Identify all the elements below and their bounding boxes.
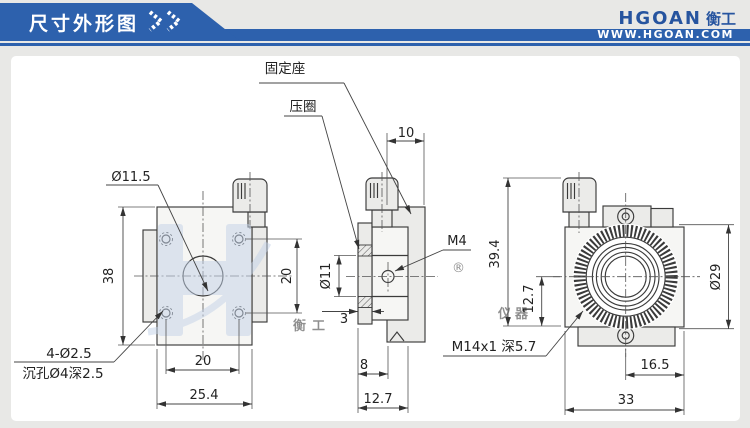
title-banner — [0, 3, 240, 41]
side-dim-depth1: 8 — [357, 328, 389, 413]
back-dim-height: 39.4 — [488, 177, 561, 327]
svg-text:沉孔Ø4深2.5: 沉孔Ø4深2.5 — [22, 366, 103, 382]
back-dim-width: 33 — [564, 331, 684, 415]
watermark-logo-mark — [147, 224, 272, 336]
svg-text:33: 33 — [618, 393, 635, 408]
svg-text:10: 10 — [398, 126, 415, 141]
svg-text:16.5: 16.5 — [641, 358, 670, 373]
watermark-text-1: 衡工 — [293, 318, 331, 334]
side-label-m4: M4 — [394, 234, 471, 272]
back-knob-knurl — [566, 183, 576, 199]
back-dim-center-to-bottom: 12.7 — [522, 276, 560, 326]
svg-text:12.7: 12.7 — [522, 285, 537, 314]
front-dim-width: 25.4 — [156, 349, 253, 409]
svg-text:压圈: 压圈 — [290, 99, 317, 115]
brand-logo-cn: 衡工 — [705, 10, 736, 28]
side-dim-base-depth: 10 — [386, 126, 425, 205]
brand-logo-en: HGOAN — [618, 8, 702, 29]
back-top-right-block — [650, 207, 674, 228]
svg-text:39.4: 39.4 — [488, 240, 503, 269]
side-groove-bottom — [389, 331, 405, 342]
side-dim-depth2: 12.7 — [358, 346, 409, 413]
back-view — [553, 172, 700, 357]
svg-text:25.4: 25.4 — [190, 388, 219, 403]
watermark-reg-icon: ® — [452, 261, 465, 276]
side-bore-lines — [372, 254, 408, 298]
side-knob-knurl — [369, 183, 379, 198]
svg-text:20: 20 — [195, 354, 212, 369]
page-title: 尺寸外形图 — [29, 13, 140, 35]
front-dim-hole-spacing-h: 20 — [165, 320, 240, 374]
side-press-ring-flange — [357, 222, 373, 325]
front-label-hole-dia: Ø11.5 — [106, 170, 209, 292]
svg-text:Ø11: Ø11 — [319, 263, 334, 290]
watermark-text-2: 仪器 — [497, 307, 532, 322]
svg-text:12.7: 12.7 — [364, 392, 393, 407]
svg-text:M14x1 深5.7: M14x1 深5.7 — [452, 339, 537, 355]
svg-text:20: 20 — [280, 268, 295, 285]
back-dim-offset: 16.5 — [625, 331, 685, 415]
watermark: 衡工 ® 仪器 — [147, 224, 532, 336]
side-label-press-ring: 压圈 — [284, 99, 360, 250]
back-label-thread: M14x1 深5.7 — [443, 310, 584, 357]
side-centerlines — [346, 172, 438, 292]
side-view — [346, 172, 438, 343]
front-label-corner-holes: 4-Ø2.5 沉孔Ø4深2.5 — [14, 310, 164, 382]
svg-text:8: 8 — [360, 358, 368, 373]
front-knob-knurl — [237, 183, 246, 199]
side-thread-section-top — [357, 244, 373, 257]
header-accent-line — [0, 43, 750, 46]
side-dim-bore: Ø11 — [319, 255, 356, 297]
side-ring-body — [371, 226, 409, 321]
svg-text:38: 38 — [102, 268, 117, 285]
svg-text:Ø11.5: Ø11.5 — [111, 170, 150, 185]
side-thread-section-bottom — [357, 296, 373, 308]
front-right-plate — [251, 226, 268, 323]
back-centerlines — [553, 172, 700, 357]
back-dim-ring-dia: Ø29 — [679, 224, 734, 330]
side-label-fixed-base: 固定座 — [259, 61, 412, 215]
front-dim-hole-spacing-v: 20 — [246, 238, 302, 314]
svg-text:4-Ø2.5: 4-Ø2.5 — [46, 346, 92, 362]
svg-text:Ø29: Ø29 — [709, 264, 724, 291]
chevron-right-icon — [148, 10, 183, 32]
side-dim-flange: 3 — [322, 308, 384, 327]
front-knob-stem — [247, 211, 266, 228]
front-dim-height: 38 — [102, 206, 155, 346]
svg-text:M4: M4 — [447, 234, 467, 249]
svg-text:3: 3 — [340, 312, 348, 327]
svg-text:固定座: 固定座 — [265, 61, 306, 77]
brand-website: WWW.HGOAN.COM — [597, 28, 734, 41]
